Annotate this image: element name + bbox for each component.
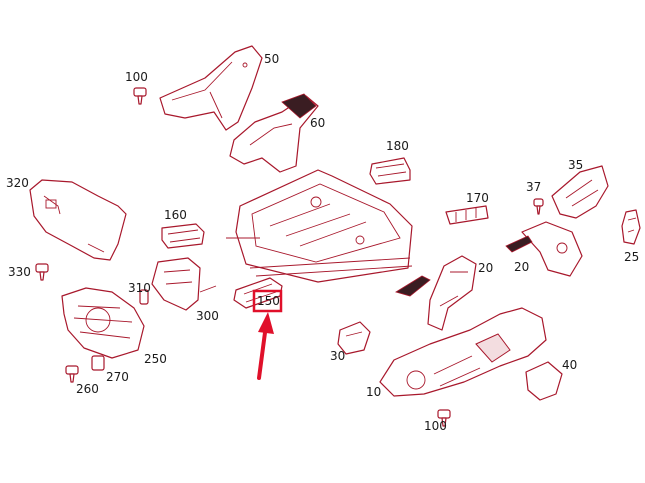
part-20-recliner-mechanism-b[interactable] <box>505 221 583 277</box>
label-330: 330 <box>8 265 31 279</box>
label-35: 35 <box>568 158 583 172</box>
label-250: 250 <box>144 352 167 366</box>
label-20-far-right: 20 <box>514 260 529 274</box>
part-260-screw[interactable] <box>65 365 79 383</box>
part-100-screw-bottom[interactable] <box>437 409 451 427</box>
label-310: 310 <box>128 281 151 295</box>
label-260: 260 <box>76 382 99 396</box>
part-35-bracket-cover[interactable] <box>551 165 609 219</box>
part-25-clip[interactable] <box>621 209 641 245</box>
part-100-screw-top[interactable] <box>133 87 147 105</box>
part-320-seat-shell[interactable] <box>29 179 127 261</box>
label-10: 10 <box>366 385 381 399</box>
part-60-switch-panel[interactable] <box>229 93 319 173</box>
seat-frame-assembly[interactable] <box>226 169 413 283</box>
part-30-small-lever[interactable] <box>337 321 371 355</box>
label-60: 60 <box>310 116 325 130</box>
label-320: 320 <box>6 176 29 190</box>
highlight-arrow <box>257 312 274 380</box>
label-40: 40 <box>562 358 577 372</box>
label-25: 25 <box>624 250 639 264</box>
label-170: 170 <box>466 191 489 205</box>
label-160: 160 <box>164 208 187 222</box>
part-170-connector[interactable] <box>445 205 489 225</box>
label-37: 37 <box>526 180 541 194</box>
part-40-end-cap[interactable] <box>525 361 563 401</box>
part-180-clip[interactable] <box>369 157 411 185</box>
label-30: 30 <box>330 349 345 363</box>
label-300: 300 <box>196 309 219 323</box>
part-10-side-panel[interactable] <box>379 307 547 397</box>
part-20-recliner-mechanism-a[interactable] <box>395 255 477 331</box>
label-50: 50 <box>264 52 279 66</box>
part-330-screw[interactable] <box>35 263 49 281</box>
part-160-holder[interactable] <box>161 223 205 249</box>
label-150[interactable]: 150 <box>257 294 280 308</box>
part-250-housing[interactable] <box>61 287 145 359</box>
label-270: 270 <box>106 370 129 384</box>
part-300-bracket[interactable] <box>151 257 217 311</box>
label-100-bottom: 100 <box>424 419 447 433</box>
highlight-box-150 <box>252 289 283 313</box>
part-270-nut[interactable] <box>91 355 105 371</box>
part-310-pin[interactable] <box>139 289 149 305</box>
label-100-top: 100 <box>125 70 148 84</box>
part-50-upper-trim[interactable] <box>159 45 263 131</box>
part-37-screw[interactable] <box>533 198 544 215</box>
label-20-right: 20 <box>478 261 493 275</box>
label-180: 180 <box>386 139 409 153</box>
